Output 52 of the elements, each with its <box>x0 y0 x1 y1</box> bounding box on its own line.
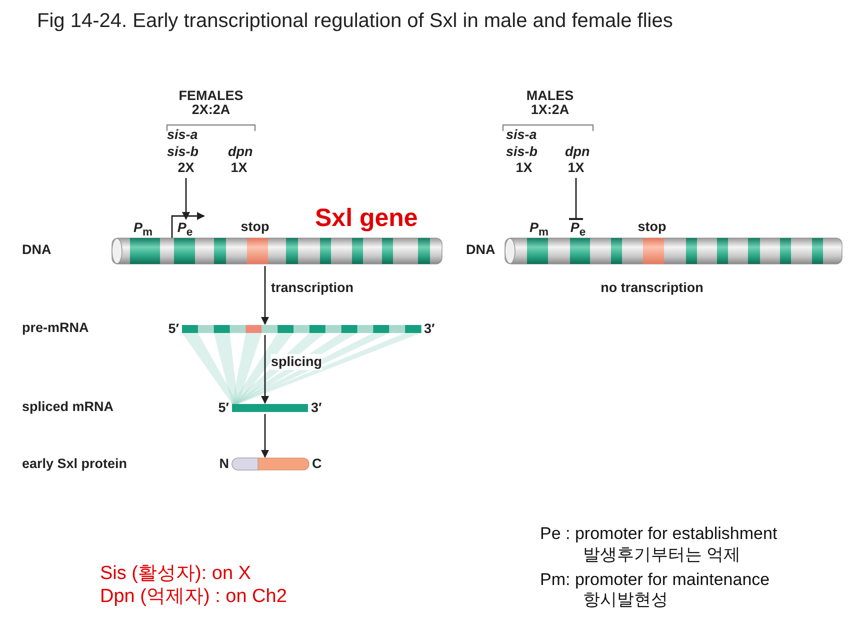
ratio-text: 2X:2A <box>192 102 230 118</box>
dosage-text: 1X <box>516 160 532 176</box>
promoter-label: P$_{e}$ <box>177 220 193 241</box>
end-label: 3′ <box>424 321 435 337</box>
stop-label: stop <box>638 219 666 235</box>
note-text: Pm: promoter for maintenance <box>540 570 770 590</box>
end-label: 3′ <box>311 400 322 416</box>
end-label: C <box>312 456 322 472</box>
dosage-text: 1X <box>230 160 248 176</box>
pre-mrna-bar <box>182 325 421 333</box>
gene-name: sis-a <box>506 127 537 143</box>
end-label: N <box>219 456 229 472</box>
status-text: no transcription <box>600 280 704 296</box>
end-label: 5′ <box>168 321 179 337</box>
promoter-label: P$_{m}$ <box>529 220 549 241</box>
dna-drawing <box>112 238 442 264</box>
stop-label: stop <box>240 219 270 235</box>
note-text: 발생후기부터는 억제 <box>583 545 741 565</box>
gene-name: sis-b <box>167 144 199 160</box>
row-label: DNA <box>22 242 52 258</box>
gene-name: dpn <box>228 144 253 160</box>
arrow <box>261 335 269 404</box>
dna-drawing <box>505 238 842 264</box>
note-text: 항시발현성 <box>583 590 668 610</box>
promoter-label: P$_{m}$ <box>133 220 153 241</box>
end-label: 5′ <box>218 400 229 416</box>
note-text: Sis (활성자): on X <box>100 563 251 585</box>
gene-name: sis-b <box>506 144 538 160</box>
arrow <box>261 414 269 458</box>
edge-label: transcription <box>271 280 354 296</box>
dosage-text: 1X <box>568 160 584 176</box>
row-label: early Sxl protein <box>22 456 128 472</box>
gene-name: dpn <box>565 144 590 160</box>
note-text: Dpn (억제자) : on Ch2 <box>100 586 287 608</box>
promoter-label: P$_{e}$ <box>570 220 586 241</box>
gene-name: sis-a <box>167 127 198 143</box>
note-text: Pe : promoter for establishment <box>540 524 778 544</box>
inhibition-line <box>569 178 583 220</box>
title: Fig 14-24. Early transcriptional regulation of Sxl in male and female flies <box>37 10 673 33</box>
group-heading: FEMALES <box>178 88 244 104</box>
gene-title: Sxl gene <box>315 203 418 233</box>
dosage-text: 2X <box>178 160 194 176</box>
arrow <box>182 178 190 220</box>
row-label: pre-mRNA <box>22 320 89 336</box>
protein-bar <box>232 458 309 470</box>
mrna-bar <box>232 404 308 412</box>
edge-label: splicing <box>271 354 322 370</box>
arrow <box>261 266 269 325</box>
ratio-text: 1X:2A <box>530 102 570 118</box>
row-label: spliced mRNA <box>22 399 114 415</box>
group-heading: MALES <box>526 88 574 104</box>
row-label: DNA <box>466 242 496 258</box>
